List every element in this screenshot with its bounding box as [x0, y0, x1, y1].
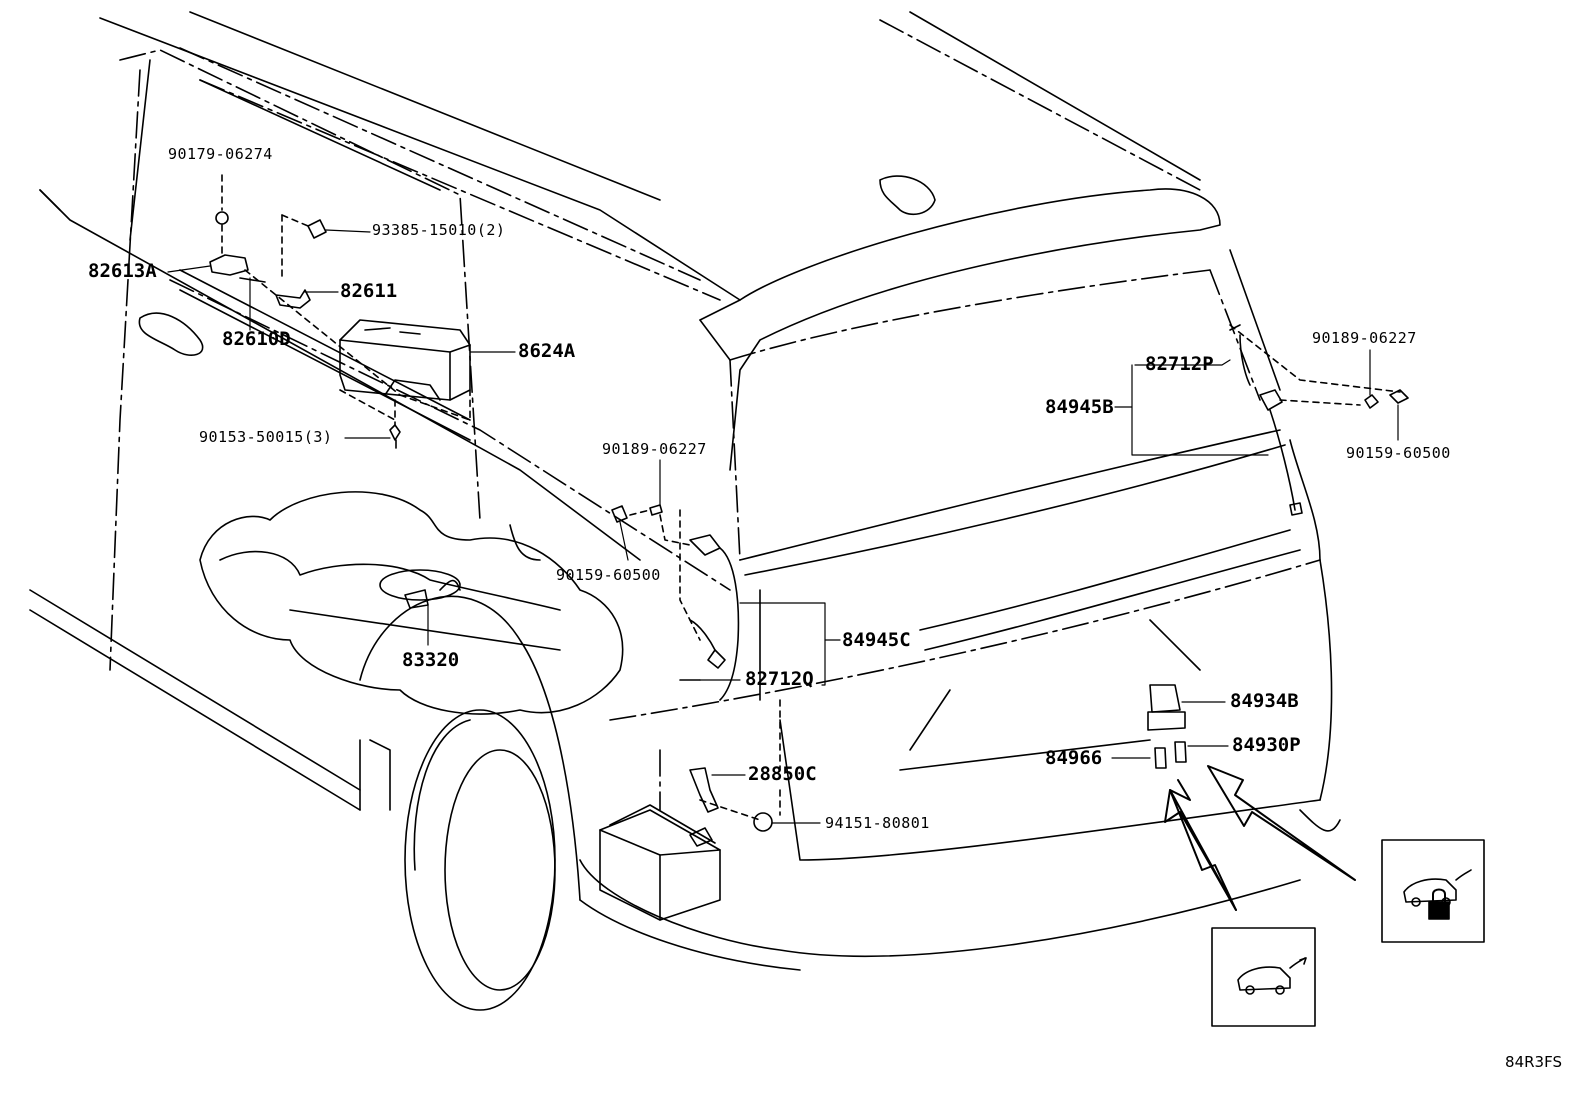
part-label-90179-06274: 90179-06274 [168, 145, 273, 163]
part-label-82712q: 82712Q [745, 668, 814, 690]
tailgate-lock-icon [1381, 839, 1485, 943]
part-label-8624a: 8624A [518, 340, 576, 362]
part-label-90159-60500-right: 90159-60500 [1346, 444, 1451, 462]
part-label-83320: 83320 [402, 649, 460, 671]
part-label-82613a: 82613A [88, 260, 157, 282]
part-label-90189-06227-left: 90189-06227 [602, 440, 707, 458]
part-label-84945c: 84945C [842, 629, 911, 651]
part-label-28850c: 28850C [748, 763, 817, 785]
part-label-84934b: 84934B [1230, 690, 1299, 712]
part-label-84966: 84966 [1045, 747, 1103, 769]
power-tailgate-icon [1211, 927, 1316, 1027]
part-label-82611: 82611 [340, 280, 398, 302]
part-label-90153-50015: 90153-50015(3) [199, 428, 333, 446]
part-label-94151-80801: 94151-80801 [825, 814, 930, 832]
part-label-84945b: 84945B [1045, 396, 1114, 418]
part-label-82610d: 82610D [222, 328, 291, 350]
part-label-93385-15010: 93385-15010(2) [372, 221, 506, 239]
diagram-reference-code: 84R3FS [1505, 1053, 1562, 1071]
part-label-84930p: 84930P [1232, 734, 1301, 756]
part-label-90159-60500-left: 90159-60500 [556, 566, 661, 584]
part-label-82712p: 82712P [1145, 353, 1214, 375]
part-label-90189-06227-right: 90189-06227 [1312, 329, 1417, 347]
